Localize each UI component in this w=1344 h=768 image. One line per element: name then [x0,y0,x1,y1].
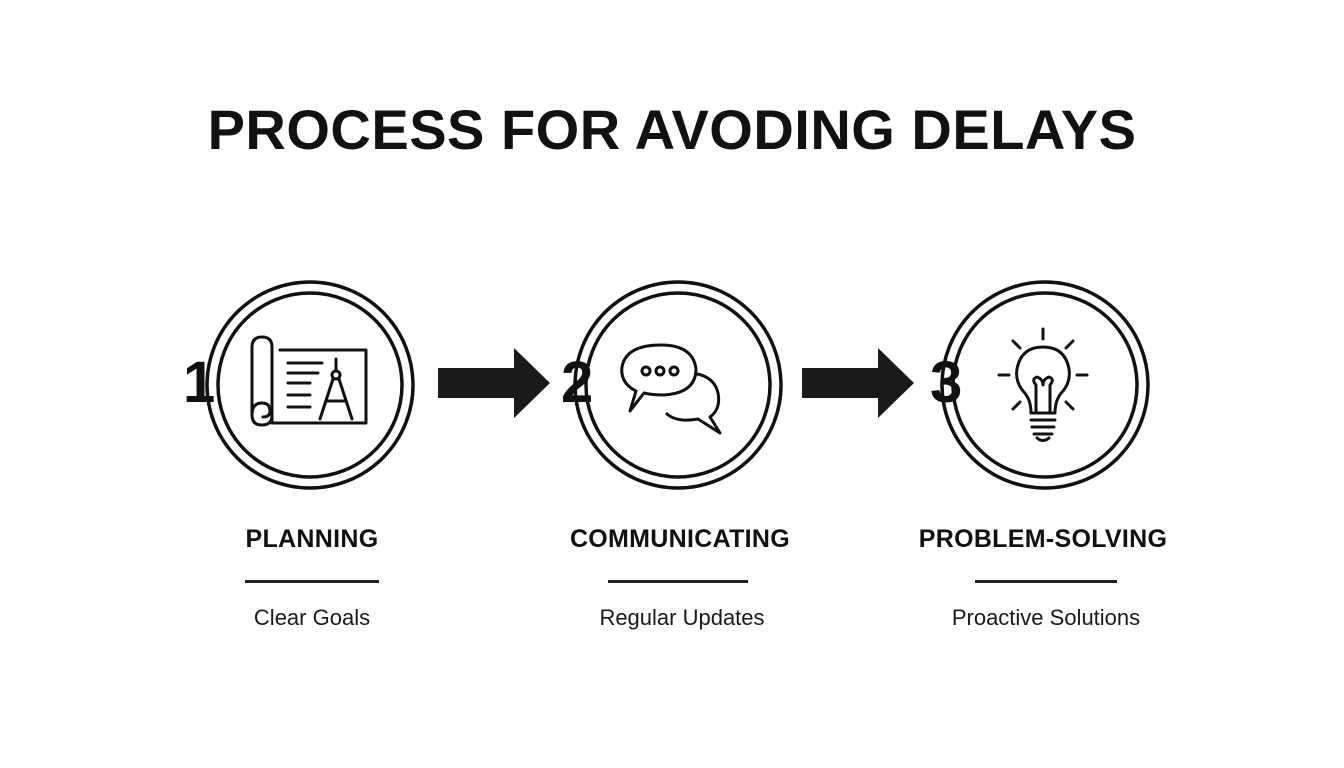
step-subtitle: Clear Goals [253,605,371,630]
page-title: PROCESS FOR AVODING DELAYS [207,98,1137,161]
step-number: 1 [183,350,216,415]
divider [975,580,1117,583]
divider [608,580,748,583]
step-label: COMMUNICATING [569,525,791,553]
step-3-circle [940,280,1150,490]
step-2-circle [573,280,783,490]
chat-bubbles-icon [620,343,722,435]
blueprint-compass-icon [250,335,368,427]
arrow-right-icon [438,348,550,418]
step-label: PLANNING [245,525,379,553]
step-label: PROBLEM-SOLVING [918,525,1168,553]
arrow-right-icon [802,348,914,418]
step-subtitle: Proactive Solutions [951,605,1141,630]
step-subtitle: Regular Updates [599,605,765,630]
step-number: 2 [561,350,594,415]
lightbulb-icon [997,327,1089,442]
divider [245,580,379,583]
step-1-circle [205,280,415,490]
step-number: 3 [930,350,963,415]
